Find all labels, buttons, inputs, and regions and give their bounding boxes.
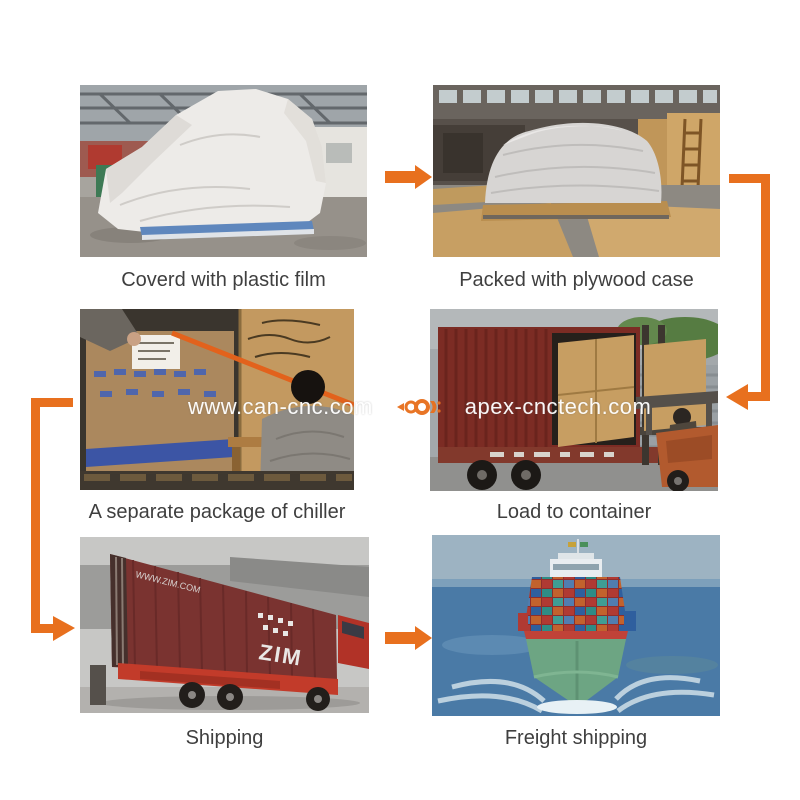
hull-red-stripe [524,631,628,639]
step-photo-load-container [430,309,718,491]
factory-windows [439,90,717,103]
red-trailer [90,663,338,711]
step-photo-chiller-package [80,309,354,490]
wrapped-machine-on-plywood [481,122,671,221]
watermark: www.can-cnc.com apex-cnctech.com [188,394,651,420]
forklift [636,325,718,491]
arrow-step3-to-step5-icon [31,398,75,641]
handwritten-marks [247,319,331,358]
step-photo-freight-ship [432,535,720,716]
worker-arm [80,309,141,351]
stacked-containers [524,577,628,631]
arrow-step2-to-step4-icon [726,174,770,410]
crate-on-forks [644,339,706,431]
container-ship-scene [432,535,720,716]
chiller-carton-box [86,331,234,471]
watermark-logo-icon [396,399,441,415]
caption-load-container: Load to container [496,501,652,523]
container-rear-doors [110,554,128,667]
trailer-bed [438,447,678,463]
caption-plastic-film: Coverd with plastic film [121,269,326,291]
chiller-package-scene [80,309,354,490]
pallet-base [140,221,314,237]
container-ship [518,539,636,714]
zim-truck-scene: WWW.ZIM.COM ZIM [80,537,369,713]
plastic-wrapped-machine [98,89,326,240]
blue-band [86,439,234,467]
caption-shipping: Shipping [185,727,264,749]
bow-splash [537,700,617,714]
caption-plywood-case: Packed with plywood case [459,269,694,291]
zim-container: WWW.ZIM.COM ZIM [110,554,337,680]
pallet-boards [80,471,354,490]
forklift-roof [636,391,718,409]
forklift-operator [673,408,691,426]
step-photo-plywood-case [433,85,720,257]
step-photo-shipping-truck: WWW.ZIM.COM ZIM [80,537,369,713]
red-container-on-truck [438,327,678,490]
factory-wrapped-machine-scene [80,85,367,257]
step-photo-plastic-film [80,85,367,257]
arrow-step5-to-step6-icon [385,626,432,650]
watermark-url-left: www.can-cnc.com [188,394,373,419]
caption-chiller-package: A separate package of chiller [88,501,346,523]
plywood-packing-scene [433,85,720,257]
container-loading-scene [430,309,718,491]
worker-leaning [260,370,354,490]
watermark-url-right: apex-cnctech.com [464,394,652,419]
caption-freight-shipping: Freight shipping [504,727,648,749]
ship-wake [437,675,715,714]
truck-cab [338,615,369,669]
trailer-legs [90,665,106,705]
arrow-step1-to-step2-icon [385,165,432,189]
zim-star-marks [258,613,293,636]
